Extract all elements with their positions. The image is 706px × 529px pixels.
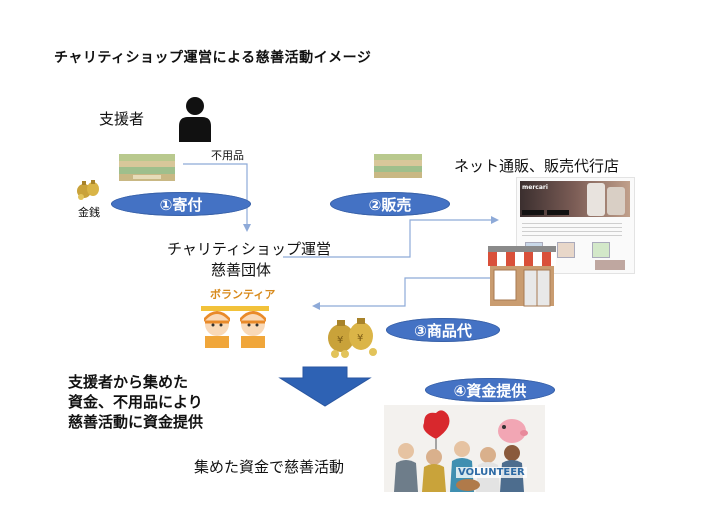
goods-stack-icon — [119, 154, 175, 181]
payment-connector — [316, 277, 497, 307]
phone-mock — [587, 183, 605, 216]
activity-label: 集めた資金で慈善活動 — [194, 458, 345, 476]
shop-thumb-3 — [592, 242, 610, 258]
shop-label: ネット通販、販売代行店 — [454, 157, 620, 175]
sale-connector-left — [283, 219, 495, 258]
shop-text-lines — [522, 223, 622, 237]
sale-pill: ②販売 — [330, 192, 450, 216]
volunteer-sign: ボランティア — [210, 288, 276, 301]
unwanted-goods-label: 不用品 — [211, 149, 244, 162]
summary-line-2: 資金、不用品により — [68, 393, 203, 411]
storefront-icon — [488, 246, 556, 307]
org-label-line1: チャリティショップ運営 — [167, 240, 331, 258]
summary-line-3: 慈善活動に資金提供 — [68, 413, 204, 431]
donation-arrowhead — [243, 224, 251, 232]
funding-pill: ④資金提供 — [425, 378, 555, 402]
diagram-title: チャリティショップ運営による慈善活動イメージ — [54, 50, 372, 66]
supporter-label: 支援者 — [99, 110, 145, 128]
goods-stack-icon-sale — [374, 154, 422, 178]
online-shop-screenshot: mercari — [516, 177, 635, 274]
sale-arrowhead — [491, 216, 499, 224]
payment-arrowhead — [312, 302, 320, 310]
summary-line-1: 支援者から集めた — [68, 373, 189, 391]
shop-thumb-4 — [595, 260, 625, 270]
phone-mock-2 — [607, 187, 625, 215]
money-bag-icon — [77, 180, 99, 200]
person-icon — [179, 97, 211, 142]
shop-app-button-2 — [547, 210, 569, 215]
donation-pill: ①寄付 — [111, 192, 251, 216]
charity-scene — [394, 410, 528, 492]
shop-thumb-2 — [557, 242, 575, 258]
goods-payment-pill: ③商品代 — [386, 318, 500, 342]
funding-big-arrow — [278, 366, 372, 407]
mercari-logo: mercari — [522, 184, 548, 191]
shop-app-button — [522, 210, 544, 215]
svg-text:¥: ¥ — [357, 333, 363, 344]
volunteer-banner-text: VOLUNTEER — [456, 467, 527, 478]
volunteers-illustration — [201, 306, 269, 348]
money-bags-icon: ¥ ¥ — [328, 318, 377, 358]
charity-activity-image: VOLUNTEER — [384, 405, 545, 492]
svg-text:¥: ¥ — [337, 335, 343, 346]
org-label-line2: 慈善団体 — [211, 261, 272, 279]
money-label: 金銭 — [78, 206, 100, 219]
